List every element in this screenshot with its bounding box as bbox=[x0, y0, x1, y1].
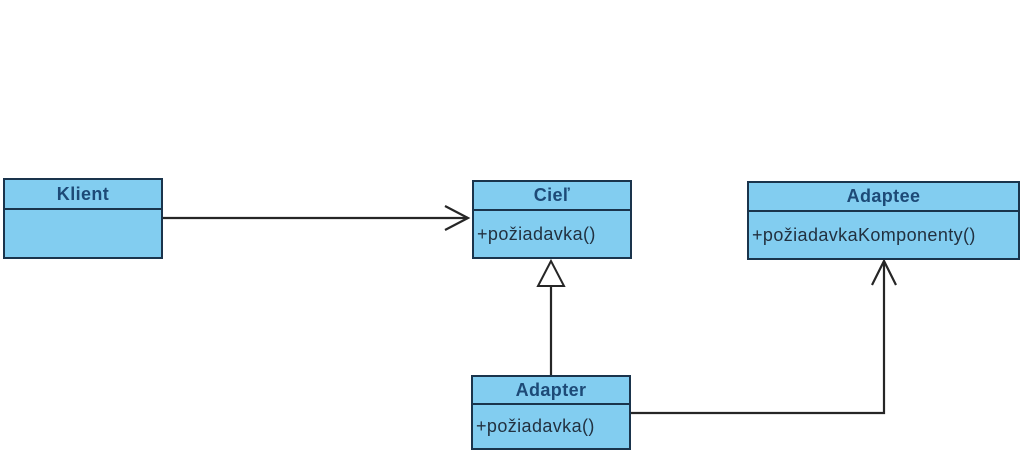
class-members-ciel: +požiadavka() bbox=[474, 211, 630, 257]
class-box-ciel: Cieľ +požiadavka() bbox=[472, 180, 632, 259]
method-adaptee-poziadavka-komponenty: +požiadavkaKomponenty() bbox=[752, 224, 976, 245]
class-members-klient bbox=[5, 210, 161, 257]
open-arrowhead-icon bbox=[871, 258, 897, 286]
class-name-adapter: Adapter bbox=[473, 377, 629, 405]
class-name-klient: Klient bbox=[5, 180, 161, 210]
method-ciel-poziadavka: +požiadavka() bbox=[477, 223, 596, 244]
class-box-klient: Klient bbox=[3, 178, 163, 259]
class-members-adaptee: +požiadavkaKomponenty() bbox=[749, 212, 1018, 258]
class-name-adaptee: Adaptee bbox=[749, 183, 1018, 212]
class-name-ciel: Cieľ bbox=[474, 182, 630, 211]
association-adapter-adaptee-line bbox=[631, 263, 886, 415]
class-box-adaptee: Adaptee +požiadavkaKomponenty() bbox=[747, 181, 1020, 260]
method-adapter-poziadavka: +požiadavka() bbox=[476, 416, 595, 436]
class-members-adapter: +požiadavka() bbox=[473, 405, 629, 448]
class-box-adapter: Adapter +požiadavka() bbox=[471, 375, 631, 450]
hollow-triangle-arrowhead-icon bbox=[536, 258, 566, 287]
open-arrowhead-icon bbox=[444, 205, 471, 231]
